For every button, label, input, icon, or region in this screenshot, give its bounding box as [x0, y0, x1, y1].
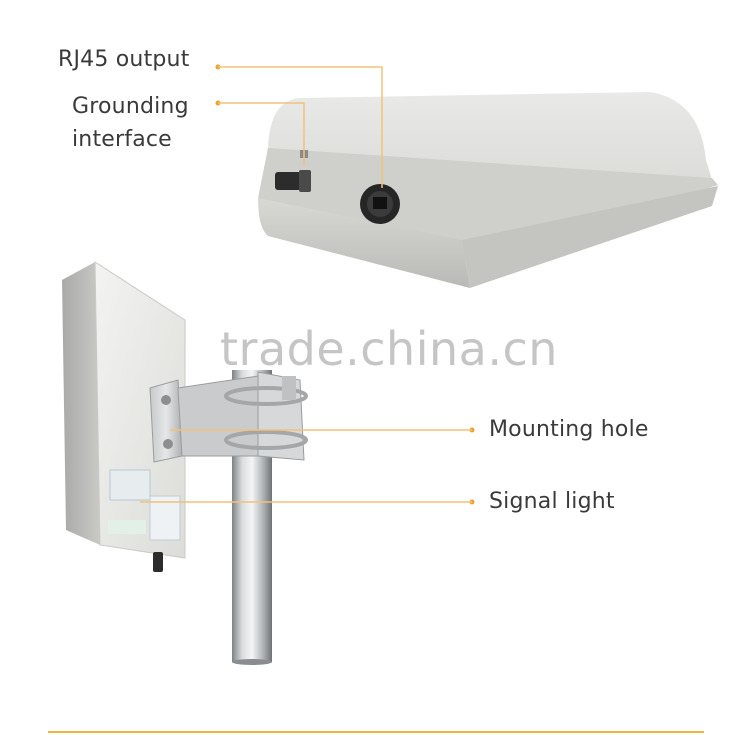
- callout-signal: [140, 499, 475, 505]
- callout-rj45: [215, 64, 383, 188]
- label-grounding-interface: Grounding interface: [72, 90, 242, 156]
- watermark: trade.china.cn: [220, 322, 558, 376]
- bottom-divider: [48, 731, 704, 733]
- callout-grounding: [215, 100, 305, 165]
- label-grounding-line2: interface: [72, 127, 172, 152]
- callout-mounting: [170, 427, 475, 433]
- label-rj45-output: RJ45 output: [58, 47, 190, 72]
- mounting-bracket: [149, 371, 308, 463]
- label-signal-light: Signal light: [489, 489, 615, 514]
- enclosure-top-device: [258, 92, 718, 288]
- label-grounding-line1: Grounding: [72, 94, 189, 119]
- rj45-port-icon: [360, 184, 400, 224]
- panel-antenna: [62, 261, 186, 572]
- label-mounting-hole: Mounting hole: [489, 417, 649, 442]
